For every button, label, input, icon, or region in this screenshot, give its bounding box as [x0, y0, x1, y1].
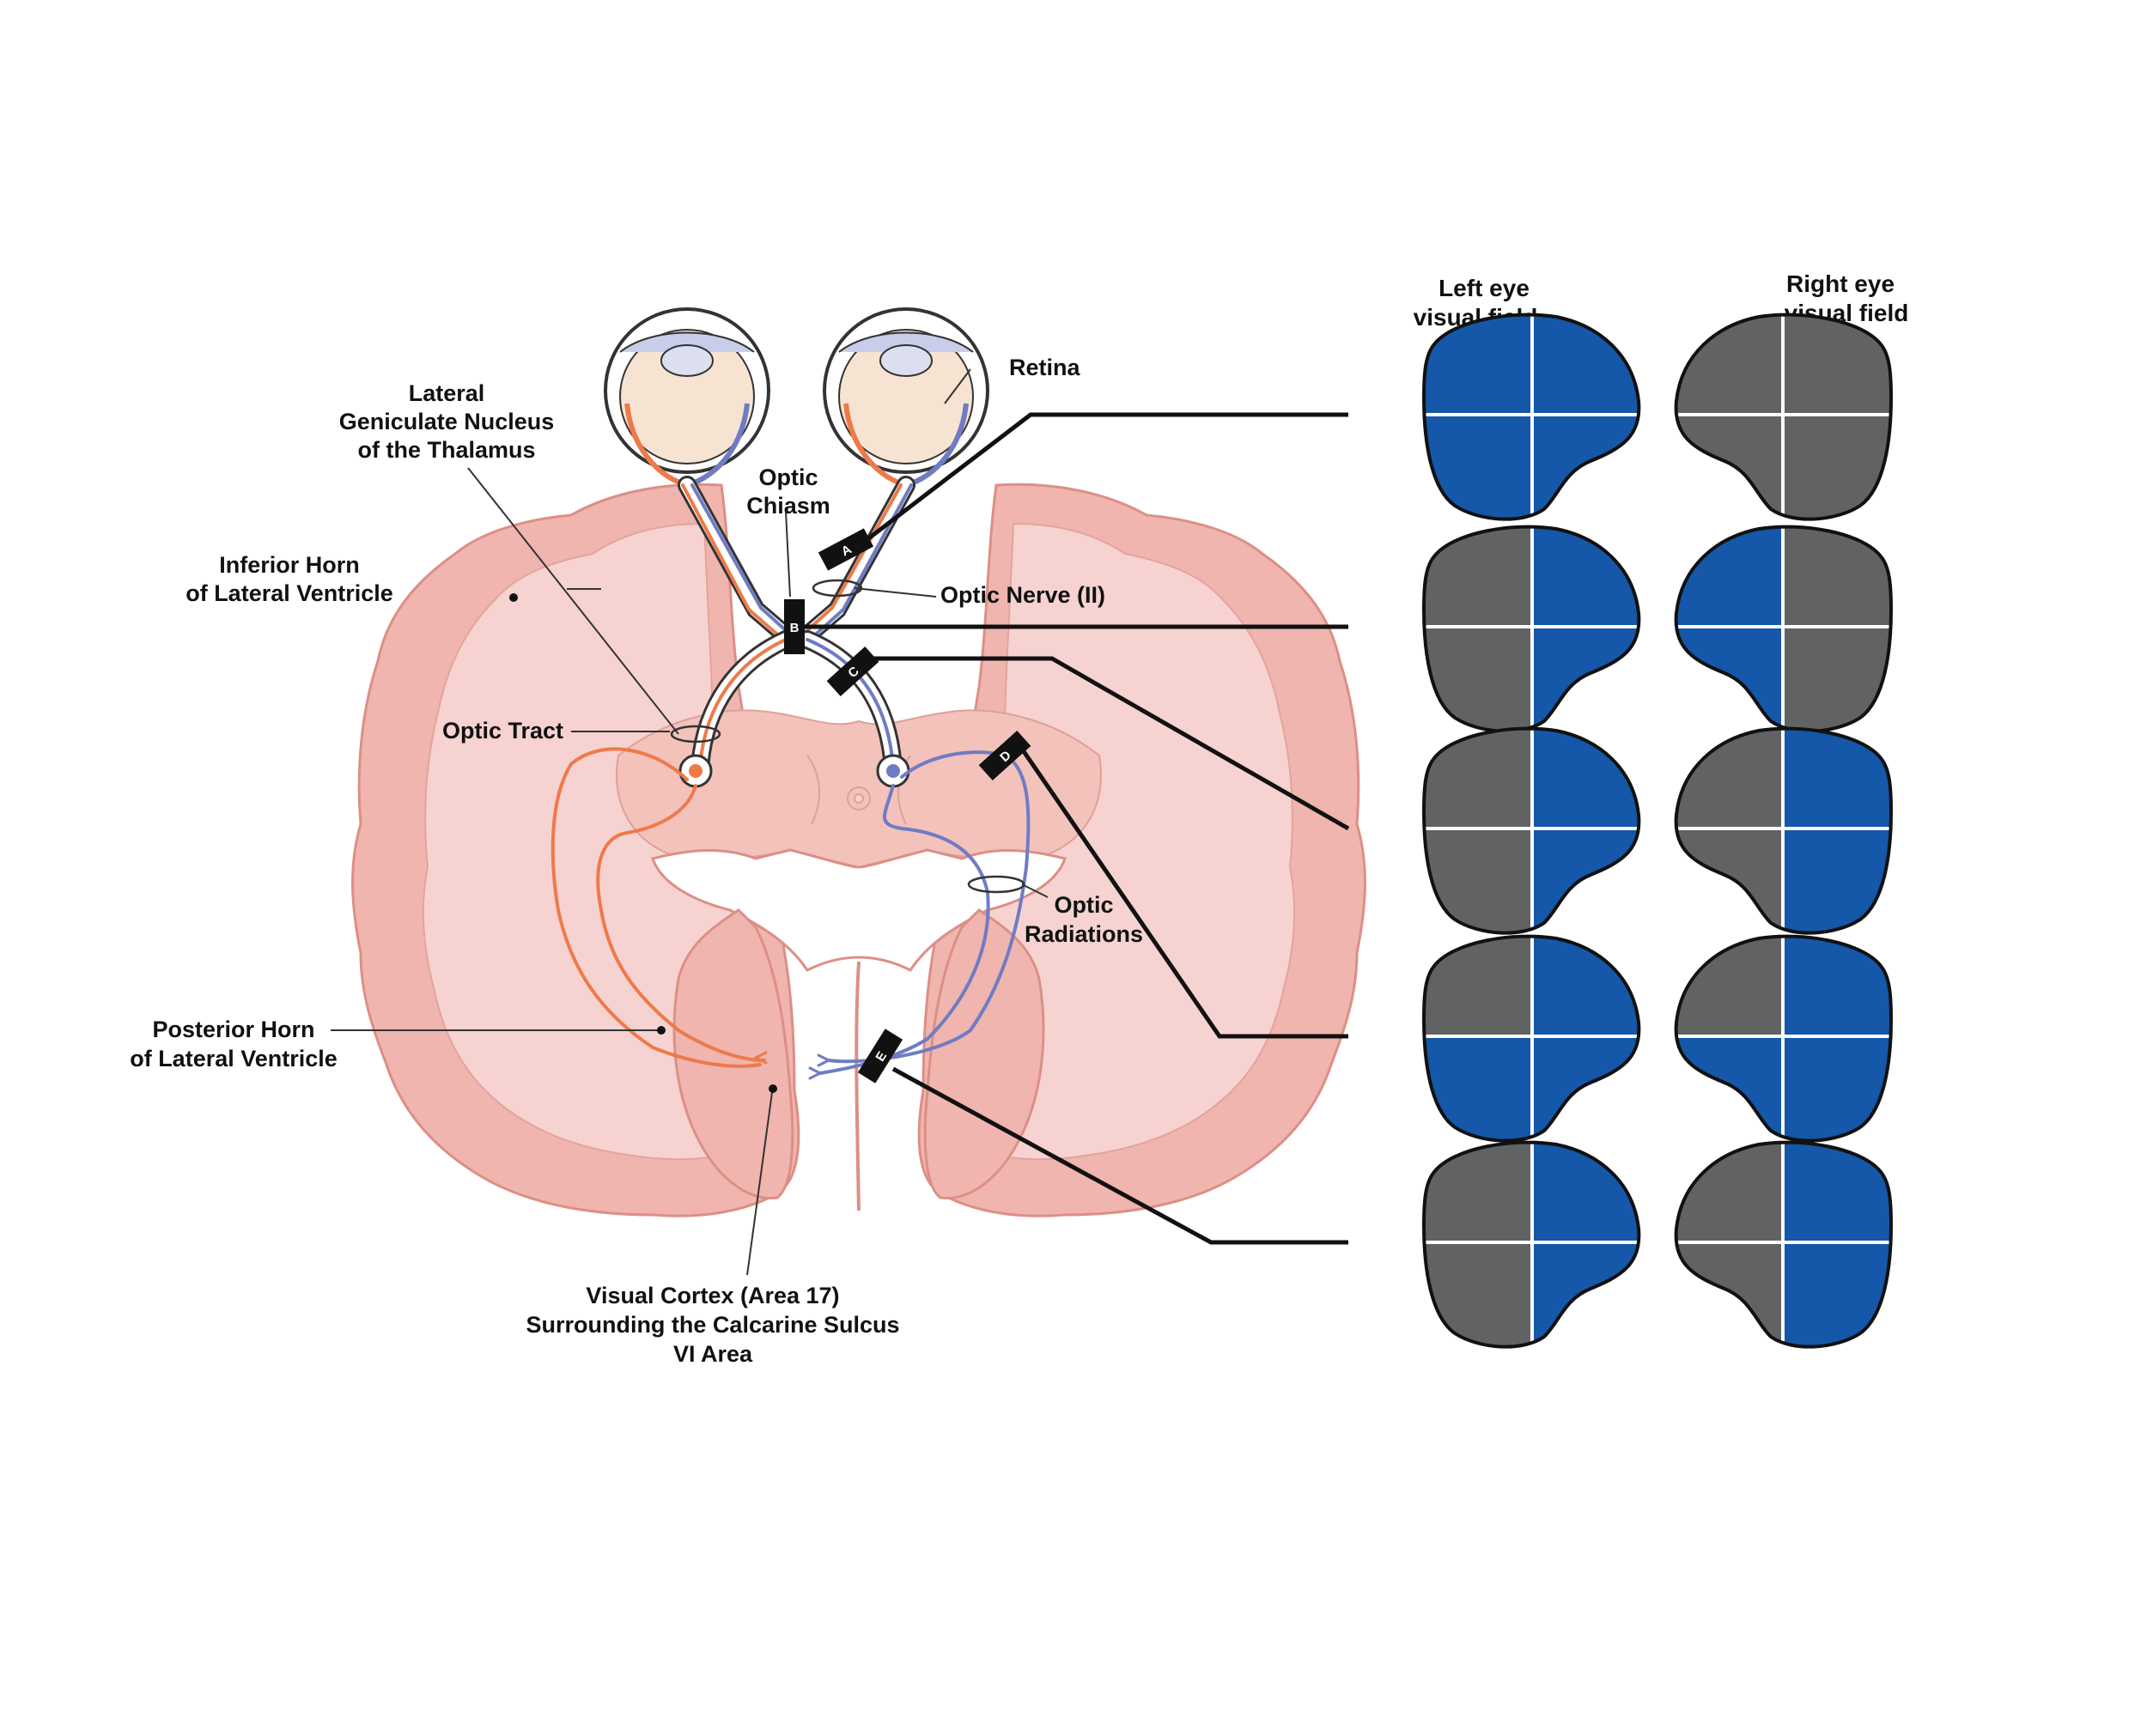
- right-optic-radiation-lower: [818, 784, 990, 1075]
- label-visual-cortex-line3: VI Area: [673, 1341, 753, 1367]
- field-outline: [1421, 525, 1641, 733]
- field-quadrant-lr: [1783, 829, 1891, 933]
- left-optic-radiation-upper: [550, 747, 762, 1068]
- field-outline: [1421, 313, 1641, 521]
- header-left-eye-line1: Left eye: [1438, 275, 1530, 301]
- visual-field-grid: [1421, 313, 1894, 1349]
- field-quadrant-lr: [1783, 1242, 1891, 1347]
- label-optic-radiations-line2: Radiations: [1025, 921, 1143, 947]
- field-quadrant-ul: [1676, 936, 1783, 1036]
- connector-d: [1015, 741, 1348, 1039]
- field-quadrant-ll: [1424, 1242, 1532, 1347]
- label-optic-tract: Optic Tract: [442, 718, 563, 744]
- central-gap: [651, 848, 1067, 972]
- label-optic-nerve: Optic Nerve (II): [940, 582, 1105, 608]
- field-outline: [1674, 934, 1894, 1143]
- visual-field-e-right-eye: [1674, 1140, 1894, 1349]
- connector-a: [861, 412, 1348, 544]
- left-optic-radiation-lower: [596, 784, 766, 1062]
- label-visual-cortex-line2: Surrounding the Calcarine Sulcus: [526, 1312, 899, 1338]
- label-lgn-line2: Geniculate Nucleus: [339, 409, 555, 434]
- visual-field-a-left-eye: [1421, 313, 1641, 521]
- label-optic-chiasm-line1: Optic: [758, 464, 818, 490]
- connector-e: [891, 1066, 1348, 1245]
- field-outline: [1674, 1140, 1894, 1349]
- label-posterior-horn-line1: Posterior Horn: [152, 1017, 314, 1042]
- field-quadrant-ur: [1532, 526, 1639, 627]
- visual-field-d-right-eye: [1674, 934, 1894, 1143]
- field-quadrant-lr: [1783, 415, 1891, 519]
- label-inferior-horn-line2: of Lateral Ventricle: [186, 580, 393, 606]
- label-posterior-horn-line2: of Lateral Ventricle: [130, 1046, 338, 1071]
- connector-lines: [805, 412, 1350, 1245]
- brain-cross-section: [351, 483, 1366, 1217]
- connector-c: [867, 656, 1350, 831]
- field-quadrant-ur: [1532, 728, 1639, 829]
- visual-field-c-left-eye: [1421, 726, 1641, 935]
- field-quadrant-ul: [1676, 1142, 1783, 1242]
- leader-lines: [331, 368, 1049, 1276]
- lesion-marker-b: B: [784, 599, 805, 654]
- right-occipital-lobe: [923, 908, 1045, 1200]
- lesion-marker-e: E: [857, 1029, 903, 1083]
- lesion-markers: A B C D E: [784, 528, 1031, 1083]
- anatomy-labels: Retina Lateral Geniculate Nucleus of the…: [130, 355, 1143, 1367]
- field-outline: [1421, 726, 1641, 935]
- visual-field-c-right-eye: [1674, 726, 1894, 935]
- field-outline: [1674, 525, 1894, 733]
- visual-field-a-right-eye: [1674, 313, 1894, 521]
- field-quadrant-lr: [1783, 1036, 1891, 1141]
- field-outline: [1674, 726, 1894, 935]
- right-optic-radiation-upper: [827, 750, 1031, 1064]
- label-optic-chiasm-line2: Chiasm: [746, 493, 830, 519]
- right-eye: [823, 307, 989, 488]
- visual-field-b-left-eye: [1421, 525, 1641, 733]
- field-quadrant-ul: [1676, 526, 1783, 627]
- label-lgn-line3: of the Thalamus: [357, 437, 535, 463]
- label-lgn-line1: Lateral: [409, 380, 485, 406]
- field-quadrant-ur: [1532, 1142, 1639, 1242]
- field-quadrant-ur: [1532, 936, 1639, 1036]
- field-quadrant-ur: [1532, 314, 1639, 415]
- field-quadrant-ll: [1424, 829, 1532, 933]
- header-right-eye-line1: Right eye: [1786, 270, 1895, 297]
- lesion-marker-a: A: [818, 528, 874, 571]
- field-outline: [1421, 1140, 1641, 1349]
- field-quadrant-ll: [1424, 1036, 1532, 1141]
- visual-field-d-left-eye: [1421, 934, 1641, 1143]
- field-outline: [1421, 934, 1641, 1143]
- lesion-marker-c: C: [826, 646, 879, 696]
- label-retina: Retina: [1009, 355, 1081, 380]
- field-quadrant-ul: [1676, 728, 1783, 829]
- field-quadrant-ll: [1424, 415, 1532, 519]
- field-quadrant-ul: [1676, 314, 1783, 415]
- field-outline: [1674, 313, 1894, 521]
- label-visual-cortex-line1: Visual Cortex (Area 17): [586, 1283, 839, 1308]
- svg-text:B: B: [790, 621, 800, 635]
- left-eye: [604, 307, 770, 488]
- label-inferior-horn-line1: Inferior Horn: [219, 552, 360, 578]
- midline-fissure: [855, 961, 861, 1211]
- visual-field-b-right-eye: [1674, 525, 1894, 733]
- visual-field-e-left-eye: [1421, 1140, 1641, 1349]
- label-optic-radiations-line1: Optic: [1054, 892, 1113, 918]
